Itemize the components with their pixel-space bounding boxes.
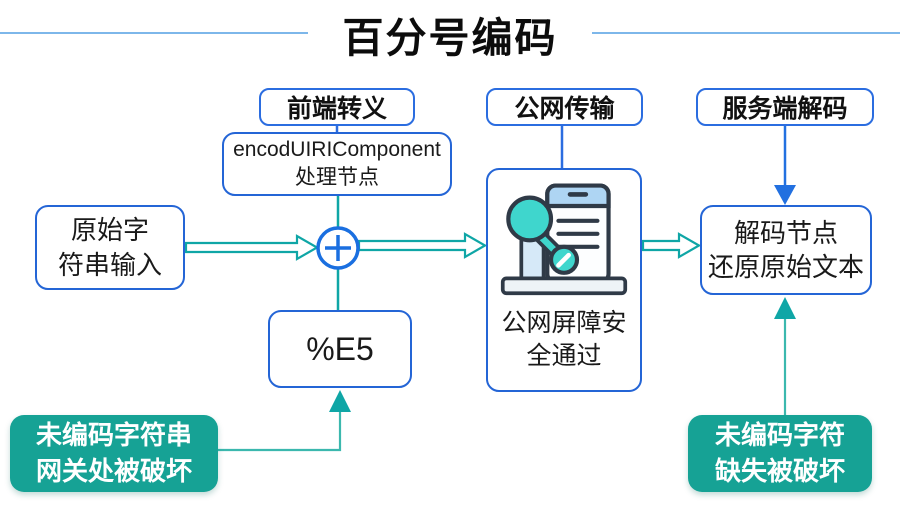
encoder-node-line2: 处理节点 <box>295 166 379 189</box>
title-rule-right <box>592 32 900 34</box>
warning-gateway-corruption: 未编码字符串 网关处被破坏 <box>10 415 218 492</box>
connector-missing-warning-to-decode <box>774 297 796 415</box>
connector-server-to-decode-arrow <box>774 126 796 205</box>
warning-gateway-line2: 网关处被破坏 <box>35 455 192 486</box>
decode-node-line1: 解码节点 <box>733 217 838 248</box>
phone-inspection-stamp-icon <box>499 180 629 305</box>
decode-node: 解码节点 还原原始文本 <box>700 205 872 295</box>
input-node: 原始字 符串输入 <box>35 205 185 290</box>
encoded-value-text: %E5 <box>306 330 374 367</box>
encoder-node: encodUIRIComponent 处理节点 <box>222 132 452 196</box>
warning-missing-line2: 缺失被破坏 <box>714 455 845 486</box>
transit-node: 公网屏障安 全通过 <box>486 168 642 392</box>
input-node-line2: 符串输入 <box>57 249 162 280</box>
warning-gateway-line1: 未编码字符串 <box>35 420 192 451</box>
warning-missing-corruption: 未编码字符 缺失被破坏 <box>688 415 872 492</box>
decode-node-line2: 还原原始文本 <box>707 252 864 282</box>
stage-label-server-decode: 服务端解码 <box>696 88 874 126</box>
arrow-input-to-sum <box>184 234 320 261</box>
connector-gateway-warning-to-e5 <box>218 390 351 452</box>
arrow-transit-to-decode <box>641 232 702 259</box>
input-node-line1: 原始字 <box>70 215 149 246</box>
encoder-node-line1: encodUIRIComponent <box>233 138 441 162</box>
plus-circle-icon <box>316 226 360 270</box>
transit-node-line1: 公网屏障安 <box>501 309 627 337</box>
stage-label-frontend-escape: 前端转义 <box>259 88 415 126</box>
encoded-value-node: %E5 <box>268 310 412 388</box>
transit-node-line2: 全通过 <box>526 342 602 370</box>
arrow-sum-to-transit <box>357 232 488 259</box>
warning-missing-line1: 未编码字符 <box>714 420 845 451</box>
title-rule-left <box>0 32 308 34</box>
page-title: 百分号编码 <box>342 15 558 61</box>
stage-label-public-network: 公网传输 <box>486 88 643 126</box>
